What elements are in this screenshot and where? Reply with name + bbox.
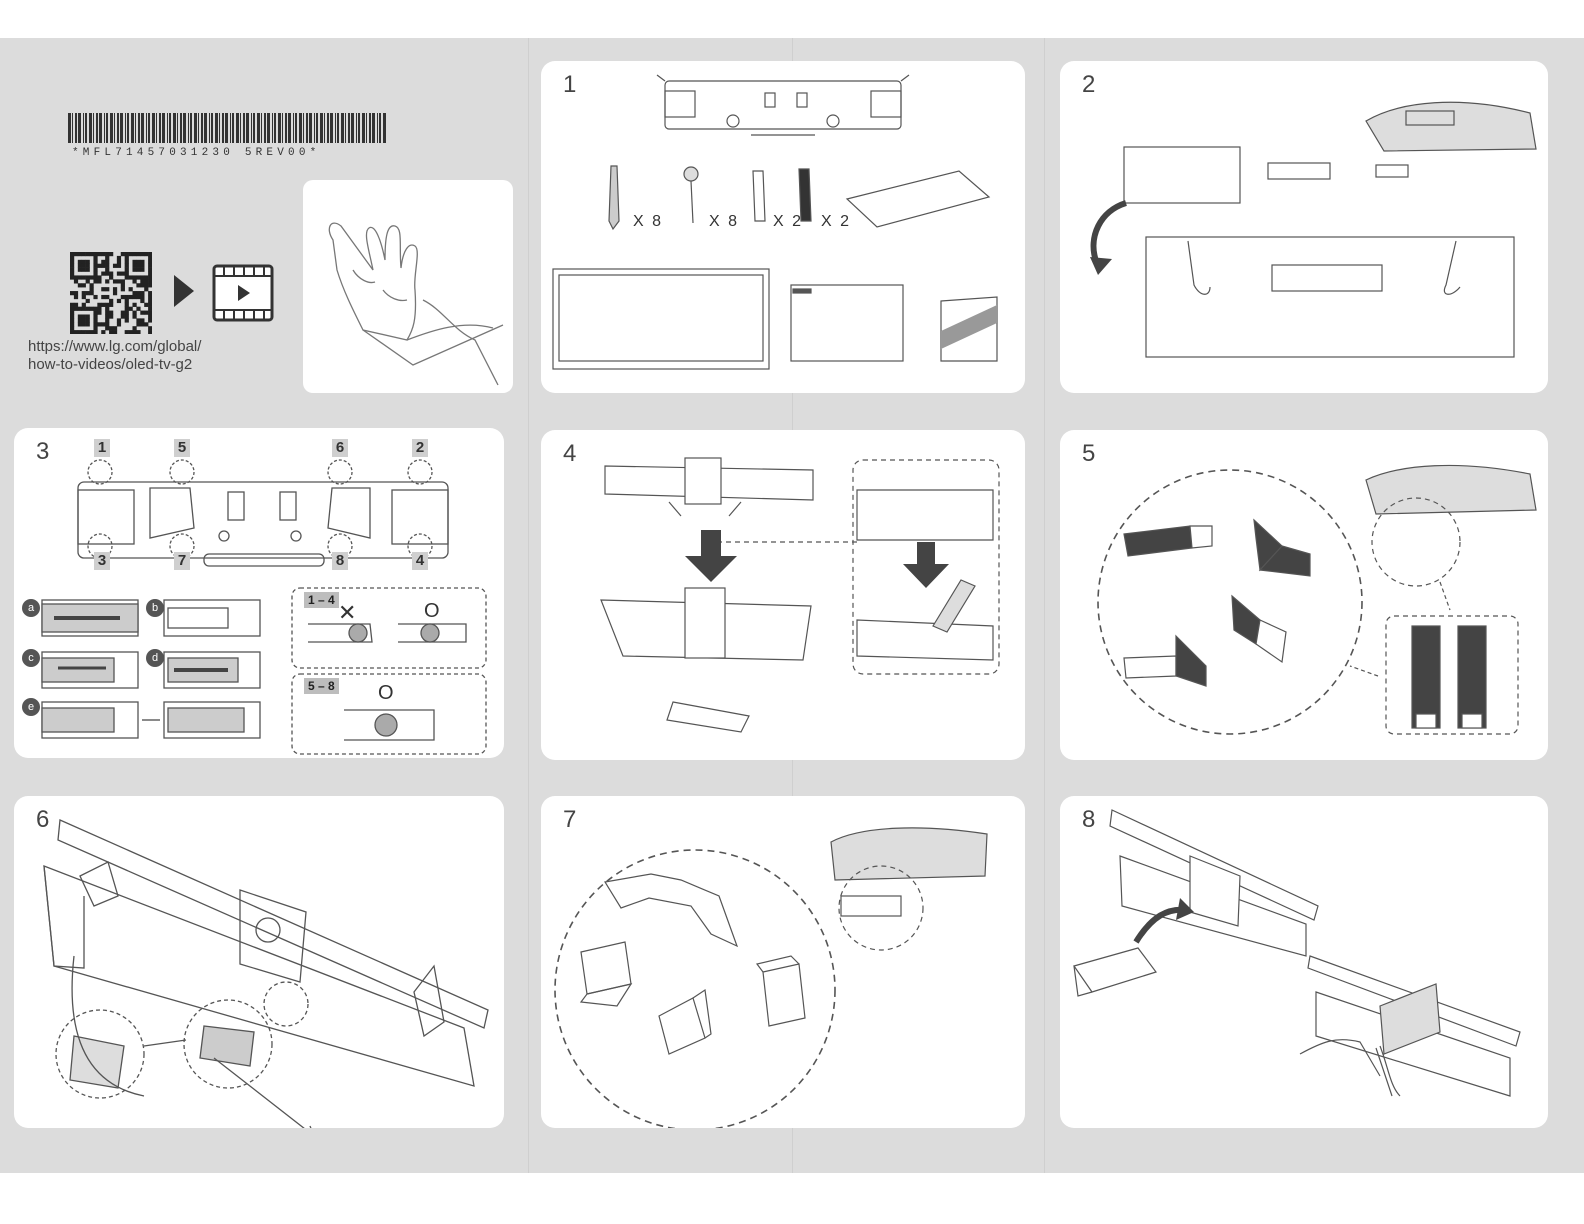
step-3-bracket-illustration [14, 428, 504, 758]
quantity-dark-strip: X 2 [821, 213, 851, 231]
point-label: 3 [94, 552, 110, 570]
step-4-illustration [541, 430, 1025, 760]
video-url[interactable]: https://www.lg.com/global/ how-to-videos… [28, 338, 201, 374]
point-label: 1 [94, 439, 110, 457]
play-arrow-icon [172, 273, 196, 309]
step-8-panel: 8 [1060, 796, 1548, 1128]
quantity-white-strip: X 2 [773, 213, 803, 231]
sub-step-label: e [22, 698, 40, 716]
sub-step-label: d [146, 649, 164, 667]
point-label: 2 [412, 439, 428, 457]
tag-1-4: 1 – 4 [304, 592, 339, 608]
point-label: 7 [174, 552, 190, 570]
glove-panel [303, 180, 513, 393]
qr-code-icon [70, 252, 152, 334]
correct-icon: O [424, 600, 440, 623]
step-5-illustration [1060, 430, 1548, 760]
step-5-panel: 5 [1060, 430, 1548, 760]
step-7-illustration [541, 796, 1025, 1128]
correct-icon: O [378, 682, 394, 705]
step-2-panel: 2 [1060, 61, 1548, 393]
point-label: 8 [332, 552, 348, 570]
tag-5-8: 5 – 8 [304, 678, 339, 694]
step-6-illustration [14, 796, 504, 1128]
fold-line [528, 38, 529, 1173]
wrong-icon: ✕ [338, 600, 356, 626]
glove-hand-icon [303, 180, 513, 393]
sub-step-label: a [22, 599, 40, 617]
quantity-anchor: X 8 [633, 213, 663, 231]
step-1-panel: 1 X 8 X 8 X 2 X 2 [541, 61, 1025, 393]
barcode-text: *MFL71457031230 5REV00* [72, 147, 320, 159]
fold-line [1044, 38, 1045, 1173]
step-3-panel: 3 [14, 428, 504, 758]
step-2-illustration [1060, 61, 1548, 393]
quantity-screw: X 8 [709, 213, 739, 231]
point-label: 4 [412, 552, 428, 570]
step-7-panel: 7 [541, 796, 1025, 1128]
video-film-icon[interactable] [212, 264, 274, 322]
step-8-illustration [1060, 796, 1548, 1128]
point-label: 6 [332, 439, 348, 457]
sub-step-label: c [22, 649, 40, 667]
barcode [68, 113, 386, 145]
step-6-panel: 6 [14, 796, 504, 1128]
point-label: 5 [174, 439, 190, 457]
sub-step-label: b [146, 599, 164, 617]
step-4-panel: 4 [541, 430, 1025, 760]
